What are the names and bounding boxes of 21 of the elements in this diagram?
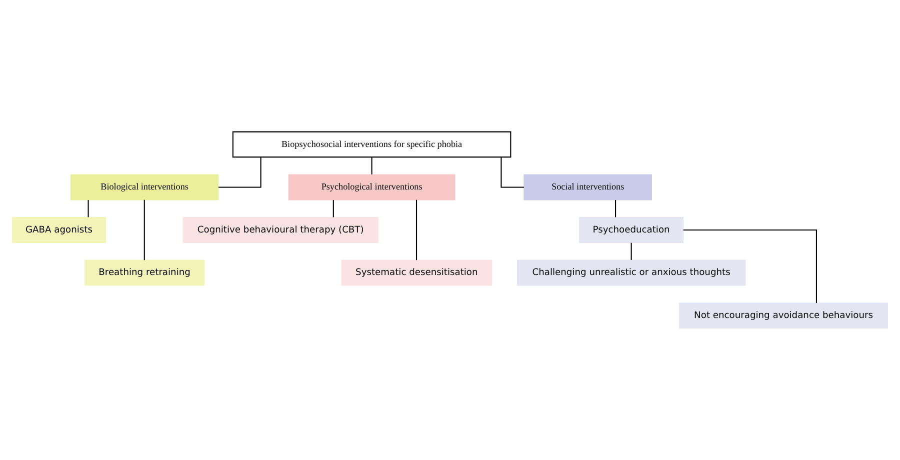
connector (683, 229, 817, 303)
connector (416, 200, 418, 260)
node-box: Cognitive behavioural therapy (CBT) (182, 217, 378, 243)
node-box: Biopsychosocial interventions for specific phobia (232, 131, 512, 158)
connector (500, 157, 524, 188)
connector (144, 200, 145, 260)
connector (218, 157, 262, 188)
connector (332, 200, 334, 218)
node-box: Psychological interventions (288, 174, 456, 200)
node-box: Social interventions (524, 174, 652, 200)
node-box: Challenging unrealistic or anxious thoughts (516, 260, 746, 286)
node-box: Not encouraging avoidance behaviours (679, 302, 888, 329)
connector (371, 157, 372, 174)
connector (615, 200, 616, 218)
node-box: GABA agonists (12, 217, 106, 243)
connector (88, 200, 89, 218)
node-box: Breathing retraining (84, 260, 205, 286)
node-box: Biological interventions (70, 174, 219, 200)
connector (630, 242, 632, 260)
node-box: Systematic desensitisation (341, 260, 492, 286)
node-box: Psychoeducation (579, 217, 684, 243)
